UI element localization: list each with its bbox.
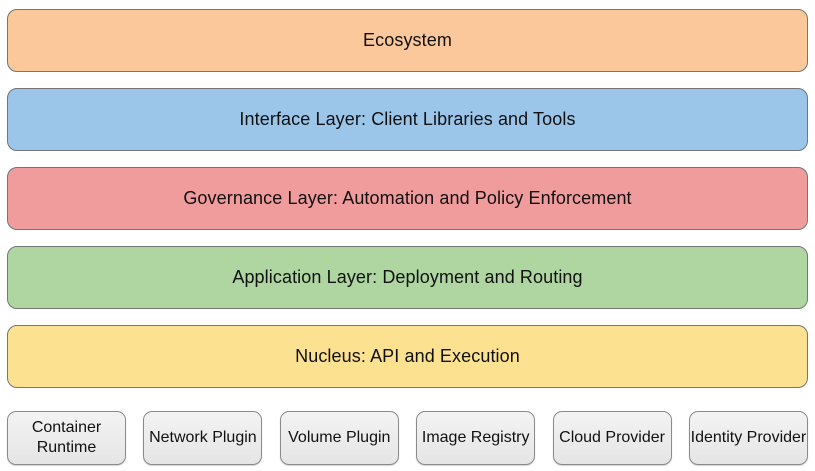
layer-nucleus-label: Nucleus: API and Execution: [295, 346, 520, 366]
layer-ecosystem-label: Ecosystem: [363, 30, 452, 50]
provider-row: Container Runtime Network Plugin Volume …: [7, 411, 808, 465]
layer-interface-label: Interface Layer: Client Libraries and To…: [239, 109, 576, 129]
layer-ecosystem: Ecosystem: [7, 9, 808, 72]
layer-governance-label: Governance Layer: Automation and Policy …: [183, 188, 632, 208]
layer-nucleus: Nucleus: API and Execution: [7, 325, 808, 388]
provider-image-registry: Image Registry: [416, 411, 536, 465]
provider-container-runtime-label: Container Runtime: [31, 419, 102, 456]
layer-application: Application Layer: Deployment and Routin…: [7, 246, 808, 309]
provider-volume-plugin: Volume Plugin: [279, 411, 399, 465]
layer-governance: Governance Layer: Automation and Policy …: [7, 167, 808, 230]
provider-cloud-provider-label: Cloud Provider: [559, 429, 665, 446]
provider-volume-plugin-label: Volume Plugin: [288, 429, 391, 446]
provider-identity-provider: Identity Provider: [688, 411, 808, 465]
provider-network-plugin-label: Network Plugin: [149, 429, 257, 446]
provider-cloud-provider: Cloud Provider: [552, 411, 672, 465]
provider-container-runtime: Container Runtime: [7, 411, 126, 465]
provider-network-plugin: Network Plugin: [143, 411, 263, 465]
provider-image-registry-label: Image Registry: [421, 429, 530, 446]
provider-identity-provider-label: Identity Provider: [690, 429, 807, 446]
layer-application-label: Application Layer: Deployment and Routin…: [232, 267, 583, 287]
layer-interface: Interface Layer: Client Libraries and To…: [7, 88, 808, 151]
